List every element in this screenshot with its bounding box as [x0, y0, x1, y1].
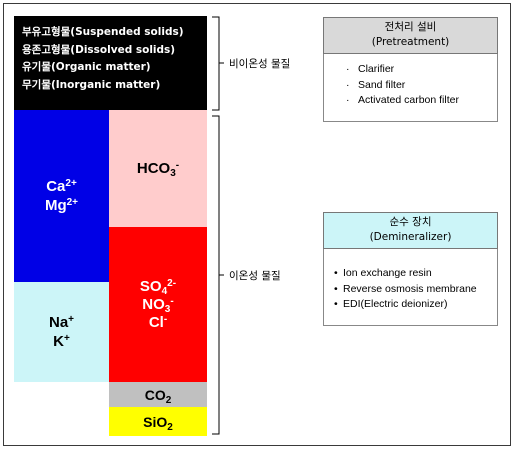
organic-matter-text: 유기물(Organic matter) [22, 61, 151, 73]
inorganic-matter-text: 무기물(Inorganic matter) [22, 78, 161, 91]
demineralizer-header: 순수 장치 (Demineralizer) [323, 212, 498, 249]
demineralizer-title-ko: 순수 장치 [389, 216, 432, 228]
mg-ion: Mg2+ [44, 197, 79, 214]
demineralizer-title-en: (Demineralizer) [369, 231, 452, 243]
pretreatment-header: 전처리 설비 (Pretreatment) [323, 17, 498, 54]
cl-ion: Cl- [148, 313, 168, 331]
na-k-cell: Na+ K+ [14, 282, 109, 382]
suspended-solids-text: 부유고형물(Suspended solids) [22, 26, 184, 38]
na-ion: Na+ [48, 314, 75, 331]
list-item: •Reverse osmosis membrane [334, 282, 497, 298]
pretreatment-list: ·Clarifier ·Sand filter ·Activated carbo… [323, 54, 498, 122]
sio2-cell: SiO2 [109, 407, 207, 436]
pretreatment-title-en: (Pretreatment) [371, 36, 450, 48]
ca-ion: Ca2+ [46, 178, 77, 195]
no3-ion: NO3- [142, 295, 174, 315]
list-item: ·Activated carbon filter [346, 93, 497, 109]
list-item: ·Sand filter [346, 78, 497, 94]
dissolved-solids-text: 용존고형물(Dissolved solids) [22, 43, 176, 56]
bullet-icon: • [334, 267, 338, 279]
hco3-ion: HCO3- [136, 160, 180, 179]
pretreatment-title-ko: 전처리 설비 [384, 21, 437, 33]
list-item: •EDI(Electric deionizer) [334, 297, 497, 313]
bullet-icon: • [334, 282, 338, 295]
ionic-bracket [212, 115, 224, 435]
ca-mg-cell: Ca2+ Mg2+ [14, 110, 109, 282]
bullet-icon: · [346, 94, 350, 106]
demineralizer-list: •Ion exchange resin •Reverse osmosis mem… [323, 249, 498, 326]
co2-molecule: CO2 [144, 386, 172, 406]
list-item: •Ion exchange resin [334, 266, 497, 282]
list-item: ·Clarifier [346, 62, 497, 78]
co2-cell: CO2 [109, 382, 207, 407]
bullet-icon: · [346, 63, 350, 75]
so4-ion: SO42- [139, 277, 177, 297]
non-ionic-label: 비이온성 물질 [229, 58, 291, 70]
k-ion: K+ [53, 333, 70, 350]
bullet-icon: • [334, 298, 338, 310]
so4-no3-cl-cell: SO42- NO3- Cl- [109, 227, 207, 382]
hco3-cell: HCO3- [109, 110, 207, 227]
bullet-icon: · [346, 78, 350, 91]
non-ionic-bracket [212, 16, 224, 111]
sio2-molecule: SiO2 [143, 413, 173, 433]
non-ionic-substances-box: 부유고형물(Suspended solids) 용존고형물(Dissolved … [14, 16, 207, 110]
ionic-label: 이온성 물질 [229, 270, 281, 282]
